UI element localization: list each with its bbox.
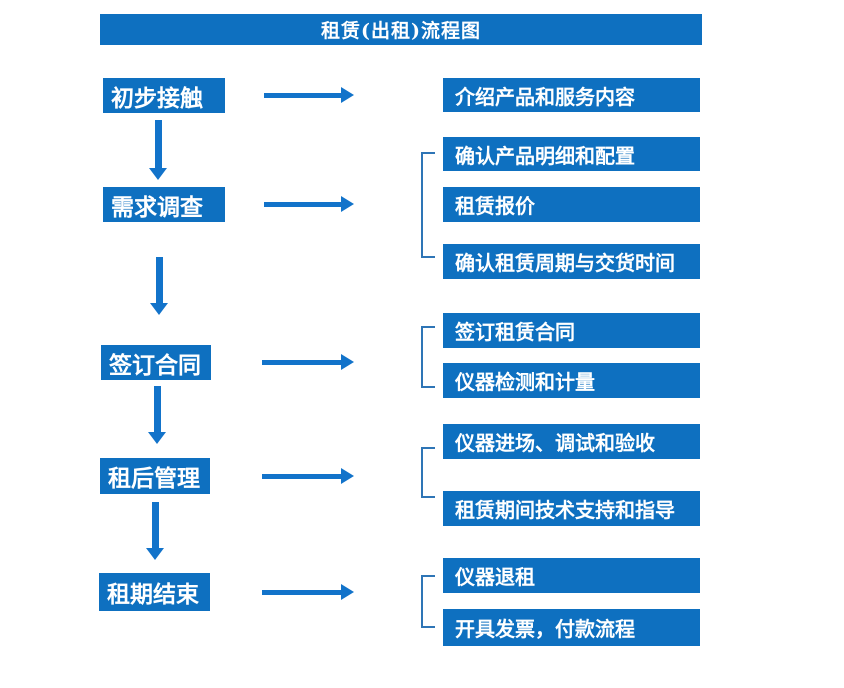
step-box-post-rental-management: 租后管理: [100, 458, 210, 494]
right-arrow-shaft: [262, 473, 342, 479]
right-arrow-shaft: [264, 201, 342, 207]
detail-box-instrument-return: 仪器退租: [443, 558, 700, 593]
detail-box-instrument-testing: 仪器检测和计量: [443, 363, 700, 398]
down-arrow-shaft: [151, 502, 159, 549]
detail-box-instrument-setup: 仪器进场、调试和验收: [443, 424, 700, 459]
step-box-sign-contract: 签订合同: [101, 345, 211, 380]
detail-box-sign-rental-contract: 签订租赁合同: [443, 313, 700, 348]
down-arrow-head: [149, 168, 167, 180]
down-arrow-head: [146, 548, 164, 560]
down-arrow-shaft: [154, 120, 162, 169]
bracket-sign-contract: [421, 326, 435, 388]
right-arrow: [262, 354, 354, 370]
bracket-demand-survey: [421, 152, 435, 258]
right-arrow-shaft: [262, 589, 342, 595]
down-arrow: [150, 257, 168, 315]
bracket-rental-end: [421, 575, 435, 628]
down-arrow: [148, 386, 166, 444]
right-arrow: [264, 196, 354, 212]
flowchart-title: 租赁(出租)流程图: [100, 14, 702, 45]
step-box-initial-contact: 初步接触: [103, 78, 225, 113]
detail-box-confirm-period-delivery: 确认租赁周期与交货时间: [443, 244, 700, 279]
down-arrow: [146, 502, 164, 560]
step-box-rental-end: 租期结束: [99, 573, 210, 611]
right-arrow-head: [341, 584, 354, 600]
right-arrow-head: [341, 87, 354, 103]
detail-box-invoice-payment: 开具发票，付款流程: [443, 609, 700, 646]
right-arrow-head: [341, 354, 354, 370]
detail-box-confirm-product-config: 确认产品明细和配置: [443, 137, 700, 171]
down-arrow-head: [148, 432, 166, 444]
right-arrow-shaft: [264, 92, 342, 98]
bracket-post-rental: [421, 447, 435, 498]
down-arrow-shaft: [153, 386, 161, 433]
right-arrow: [262, 468, 354, 484]
right-arrow: [264, 87, 354, 103]
right-arrow-head: [341, 196, 354, 212]
detail-box-tech-support: 租赁期间技术支持和指导: [443, 491, 700, 526]
detail-box-introduce-products: 介绍产品和服务内容: [443, 78, 700, 112]
right-arrow: [262, 584, 354, 600]
down-arrow-shaft: [155, 257, 163, 304]
step-box-demand-survey: 需求调查: [103, 187, 225, 222]
right-arrow-shaft: [262, 359, 342, 365]
detail-box-rental-quote: 租赁报价: [443, 187, 700, 222]
down-arrow: [149, 120, 167, 180]
down-arrow-head: [150, 303, 168, 315]
right-arrow-head: [341, 468, 354, 484]
